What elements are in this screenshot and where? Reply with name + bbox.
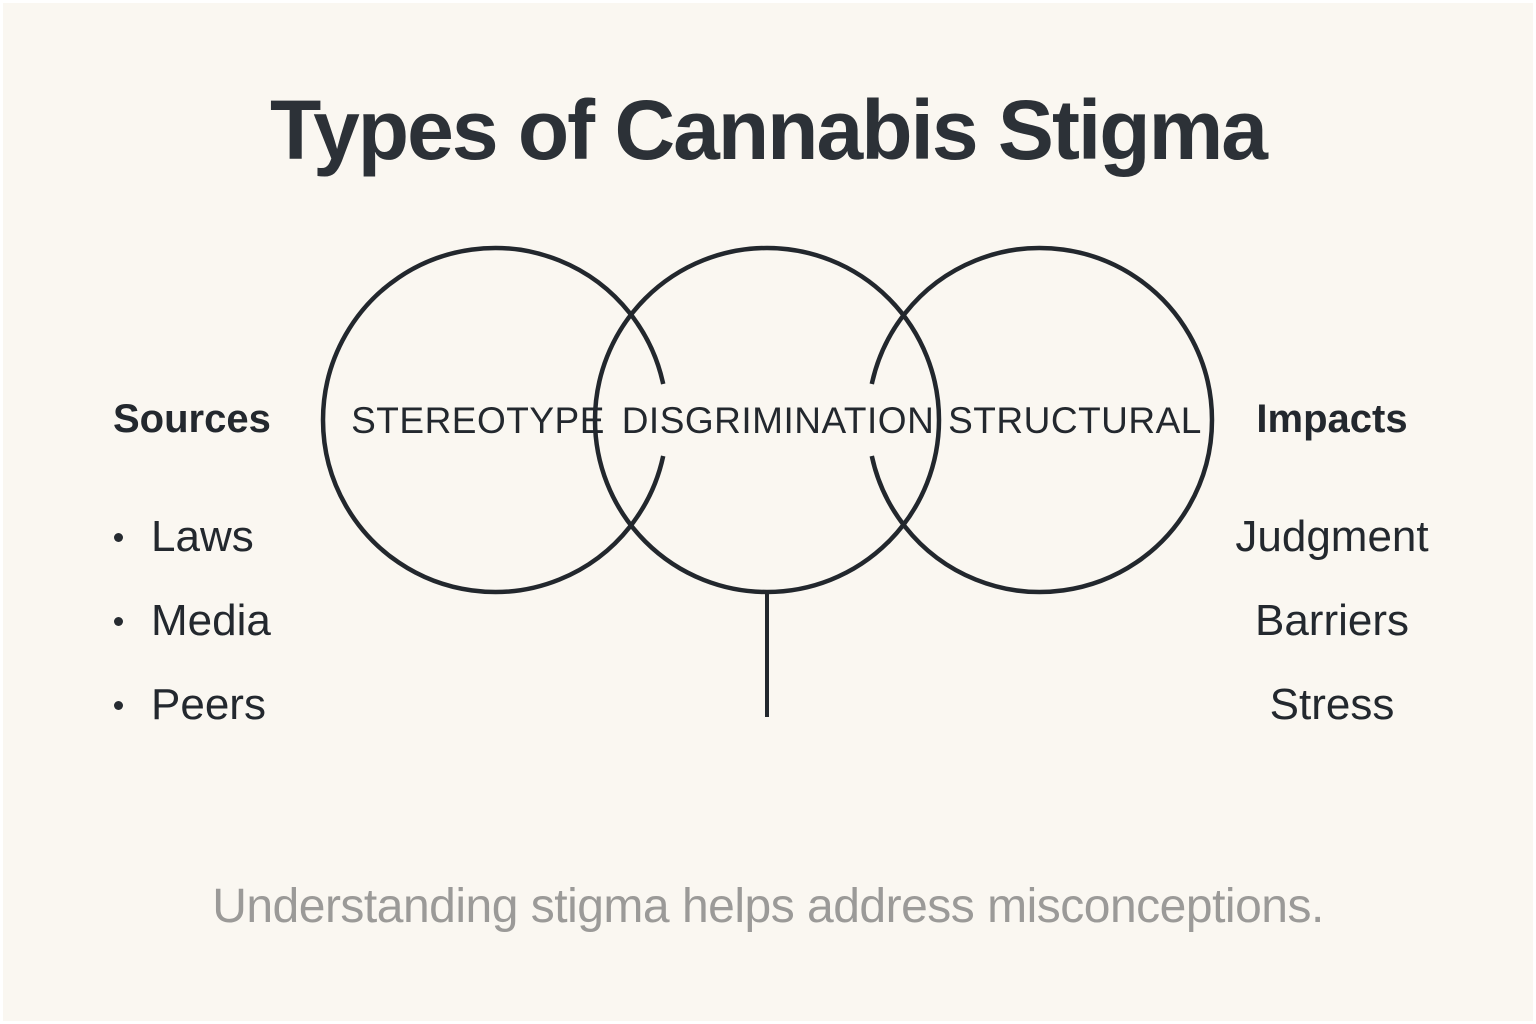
circle-label-structural: STRUCTURAL	[948, 400, 1202, 441]
circle-stereotype	[320, 245, 666, 595]
list-item-stress: Stress	[1232, 679, 1432, 731]
list-item-label: Barriers	[1254, 596, 1410, 645]
bullet-dot	[114, 532, 123, 542]
sources-list: Laws Media Peers	[114, 511, 271, 763]
circle-label-discrimination: DISGRIMINATION	[622, 400, 935, 441]
list-item-barriers: Barriers	[1232, 595, 1432, 647]
list-item-judgment: Judgment	[1232, 511, 1432, 563]
page-title: Types of Cannabis Stigma	[270, 83, 1268, 177]
list-item-label: Media	[151, 596, 271, 645]
circle-structural	[869, 245, 1215, 595]
list-item-label: Laws	[151, 512, 254, 561]
circle-label-stereotype: STEREOTYPE	[351, 400, 605, 441]
list-item-label: Judgment	[1235, 512, 1429, 561]
list-item-laws: Laws	[114, 511, 271, 563]
sources-heading: Sources	[113, 397, 271, 441]
list-item-label: Stress	[1269, 680, 1395, 729]
bullet-dot	[114, 616, 123, 626]
impacts-heading: Impacts	[1256, 397, 1408, 441]
list-item-peers: Peers	[114, 679, 271, 731]
bullet-dot	[114, 700, 123, 710]
list-item-label: Peers	[151, 680, 266, 729]
caption: Understanding stigma helps address misco…	[212, 880, 1324, 933]
impacts-list: Judgment Barriers Stress	[1232, 511, 1432, 763]
list-item-media: Media	[114, 595, 271, 647]
